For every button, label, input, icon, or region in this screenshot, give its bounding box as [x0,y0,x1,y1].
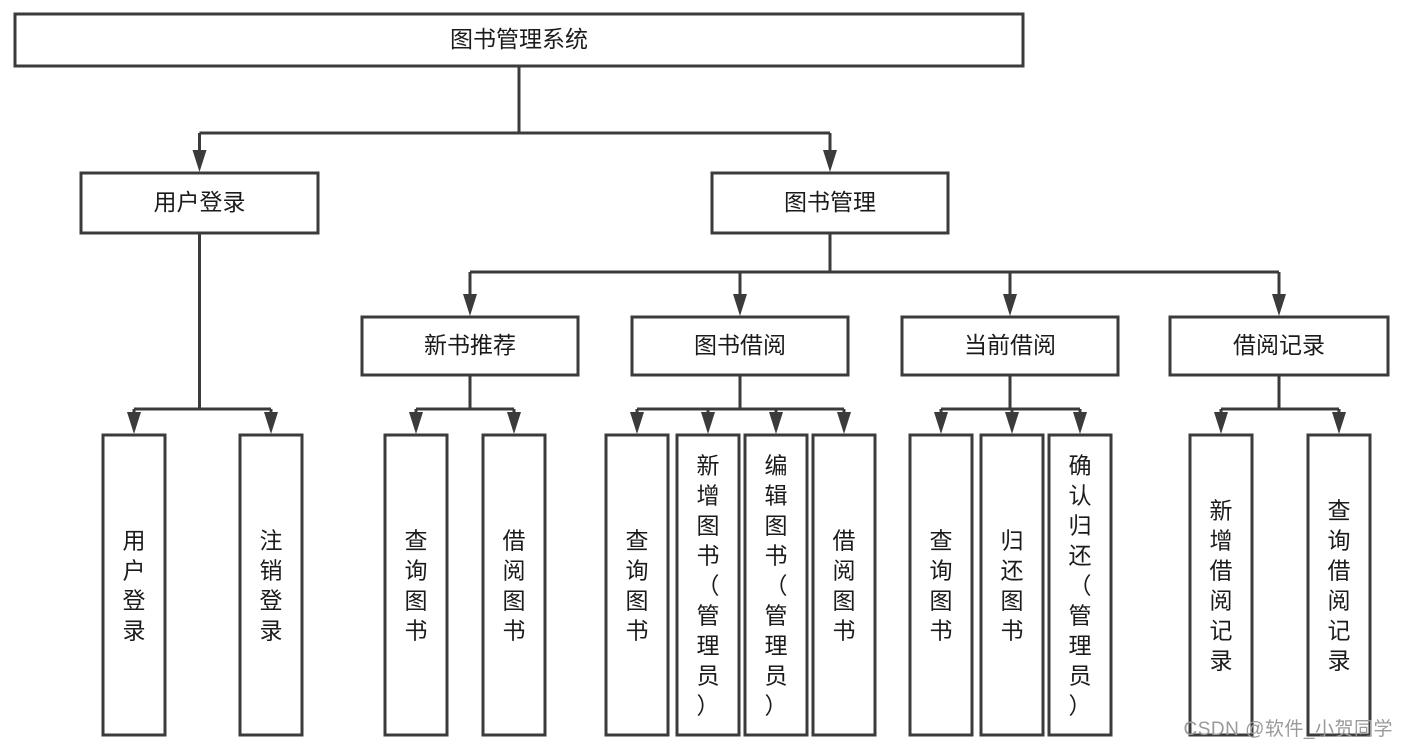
node-new-book-recommend[interactable]: 新书推荐 [360,315,580,377]
node-leaf-logout-label: 注销登录 [260,527,283,643]
node-leaf-borrow-book-1[interactable]: 借阅图书 [481,433,547,737]
node-borrow-record-label: 借阅记录 [1233,332,1325,358]
arrow-down-icon-l3-3 [1272,294,1286,316]
node-leaf-return-book-label: 归还图书 [1001,527,1024,643]
node-leaf-confirm-return[interactable]: 确认归还（管理员） [1047,433,1113,737]
arrow-down-icon-new-book-recommend-0 [409,412,423,434]
node-user-login-rect [79,171,320,235]
node-leaf-return-book[interactable]: 归还图书 [979,433,1045,737]
node-leaf-user-login-label: 用户登录 [123,527,146,643]
node-leaf-borrow-book-1-rect [481,433,547,737]
node-book-manage[interactable]: 图书管理 [710,171,950,235]
node-leaf-borrow-book-2-rect [811,433,877,737]
node-root-system[interactable]: 图书管理系统 [13,12,1025,68]
node-book-borrow[interactable]: 图书借阅 [630,315,850,377]
node-layer: 图书管理系统用户登录图书管理新书推荐图书借阅当前借阅借阅记录用户登录注销登录查询… [13,12,1390,737]
arrow-down-icon-borrow-record-1 [1332,412,1346,434]
node-leaf-query-book-2-label: 查询图书 [626,527,649,643]
node-leaf-query-record-label: 查询借阅记录 [1328,497,1351,673]
arrow-down-icon-user-login-0 [127,412,141,434]
node-new-book-recommend-rect [360,315,580,377]
node-leaf-add-book-label: 新增图书（管理员） [697,452,720,718]
arrow-down-icon-l3-0 [463,294,477,316]
node-leaf-query-book-3-rect [908,433,974,737]
arrow-down-icon-new-book-recommend-1 [507,412,521,434]
node-leaf-query-book-3-label: 查询图书 [930,527,953,643]
node-root-system-rect [13,12,1025,68]
node-book-borrow-label: 图书借阅 [694,332,786,358]
node-root-system-label: 图书管理系统 [450,26,588,52]
arrow-down-icon-user-login-1 [264,412,278,434]
arrow-down-icon-book-borrow-1 [701,412,715,434]
node-leaf-confirm-return-label: 确认归还（管理员） [1069,452,1092,718]
node-leaf-add-record-label: 新增借阅记录 [1210,497,1233,673]
node-current-borrow-rect [900,315,1120,377]
arrow-down-icon-book-borrow-0 [630,412,644,434]
node-leaf-confirm-return-rect [1047,433,1113,737]
node-borrow-record-rect [1168,315,1390,377]
node-leaf-query-book-2-rect [604,433,670,737]
arrow-down-icon-current-borrow-1 [1005,412,1019,434]
arrow-down-icon-l2-1 [823,150,837,172]
node-leaf-user-login[interactable]: 用户登录 [101,433,167,737]
node-leaf-query-book-3[interactable]: 查询图书 [908,433,974,737]
connector-layer [127,66,1346,434]
arrow-down-icon-l2-0 [192,150,207,172]
node-leaf-query-record-rect [1306,433,1372,737]
arrow-down-icon-book-borrow-2 [769,412,783,434]
node-leaf-query-book-1-label: 查询图书 [405,527,428,643]
node-leaf-return-book-rect [979,433,1045,737]
node-leaf-query-book-2[interactable]: 查询图书 [604,433,670,737]
node-leaf-query-record[interactable]: 查询借阅记录 [1306,433,1372,737]
node-book-borrow-rect [630,315,850,377]
node-leaf-add-record-rect [1188,433,1254,737]
node-leaf-edit-book-rect [743,433,809,737]
node-leaf-query-book-1-rect [383,433,449,737]
node-leaf-borrow-book-2-label: 借阅图书 [833,527,856,643]
node-leaf-add-book[interactable]: 新增图书（管理员） [675,433,741,737]
arrow-down-icon-current-borrow-2 [1073,412,1087,434]
node-leaf-logout[interactable]: 注销登录 [238,433,304,737]
node-leaf-edit-book[interactable]: 编辑图书（管理员） [743,433,809,737]
node-leaf-add-book-rect [675,433,741,737]
node-new-book-recommend-label: 新书推荐 [424,332,516,358]
arrow-down-icon-current-borrow-0 [934,412,948,434]
node-leaf-user-login-rect [101,433,167,737]
node-user-login[interactable]: 用户登录 [79,171,320,235]
node-user-login-label: 用户登录 [154,189,246,215]
node-book-manage-rect [710,171,950,235]
node-leaf-query-book-1[interactable]: 查询图书 [383,433,449,737]
node-leaf-borrow-book-1-label: 借阅图书 [503,527,526,643]
node-book-manage-label: 图书管理 [784,189,876,215]
arrow-down-icon-l3-1 [733,294,747,316]
node-borrow-record[interactable]: 借阅记录 [1168,315,1390,377]
arrow-down-icon-book-borrow-3 [837,412,851,434]
node-current-borrow-label: 当前借阅 [964,332,1056,358]
node-leaf-logout-rect [238,433,304,737]
node-leaf-borrow-book-2[interactable]: 借阅图书 [811,433,877,737]
node-leaf-add-record[interactable]: 新增借阅记录 [1188,433,1254,737]
arrow-down-icon-l3-2 [1003,294,1017,316]
node-current-borrow[interactable]: 当前借阅 [900,315,1120,377]
arrow-down-icon-borrow-record-0 [1214,412,1228,434]
node-leaf-edit-book-label: 编辑图书（管理员） [765,452,788,718]
